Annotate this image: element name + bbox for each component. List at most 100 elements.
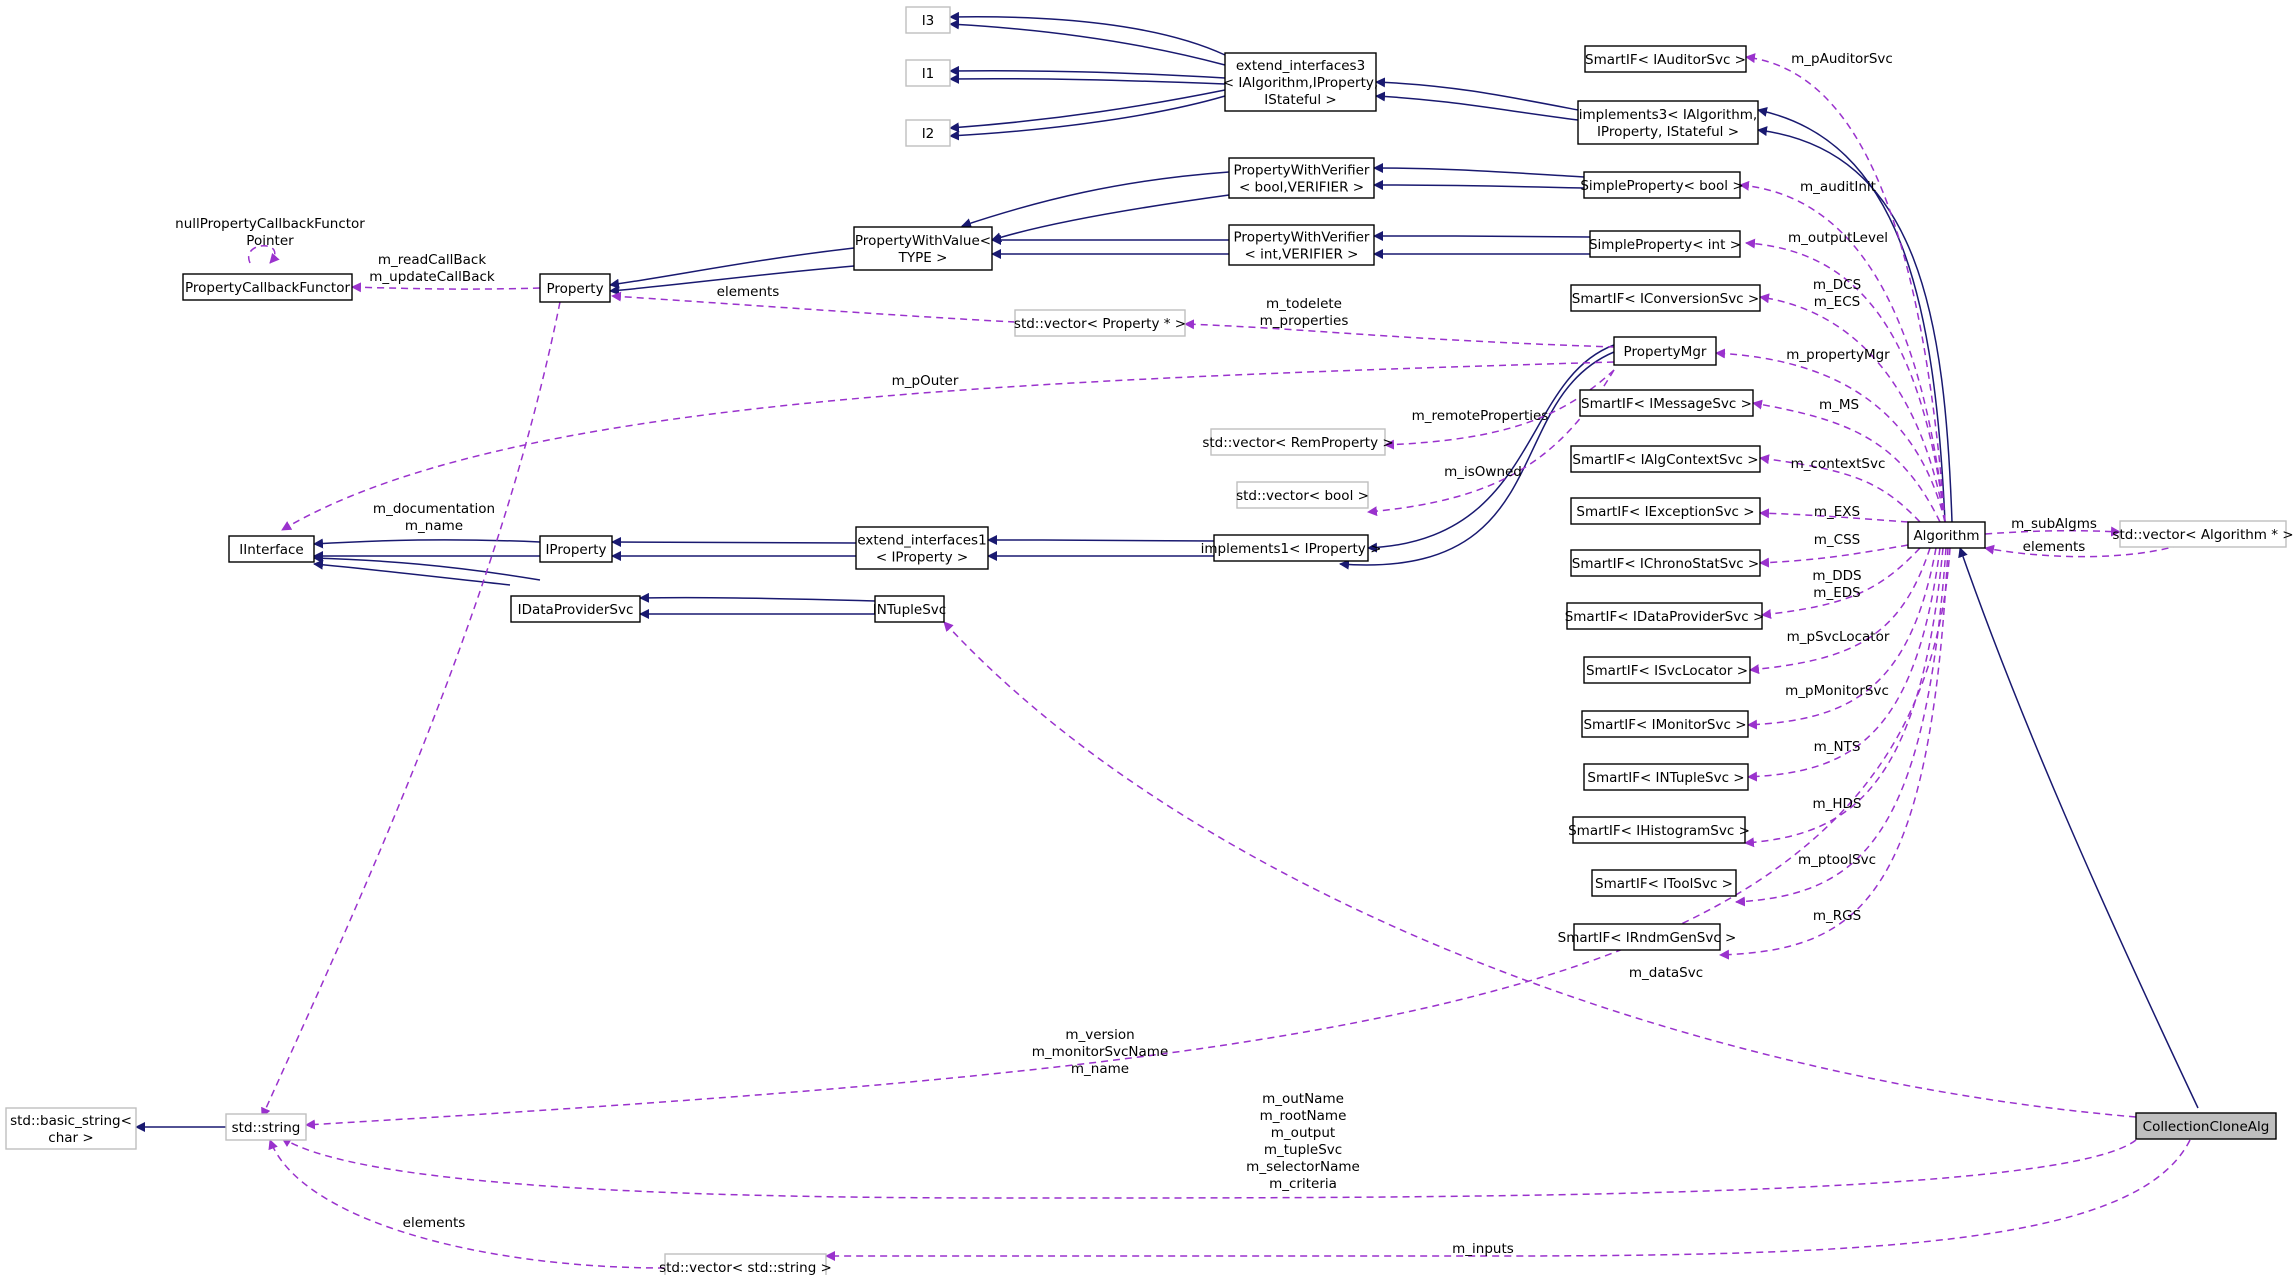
class-node-propertywithverifier-int[interactable]: PropertyWithVerifier< int,VERIFIER > bbox=[1228, 224, 1375, 266]
edge-implements3-to-extend-interfaces3 bbox=[1375, 77, 1579, 111]
node-label: SmartIF< IDataProviderSvc > bbox=[1565, 609, 1765, 625]
class-node-smartif-ialgcontextsvc[interactable]: SmartIF< IAlgContextSvc > bbox=[1570, 445, 1761, 473]
edge-remoteproperties bbox=[1384, 369, 1615, 450]
class-node-collectionclonealg[interactable]: CollectionCloneAlg bbox=[2135, 1112, 2277, 1140]
edge-label-text: m_selectorName bbox=[1246, 1159, 1360, 1175]
edge-hds bbox=[1744, 547, 1944, 848]
edge-label-m-outname: m_outNamem_rootNamem_outputm_tupleSvcm_s… bbox=[1246, 1091, 1360, 1192]
class-node-vector-algorithmptr[interactable]: std::vector< Algorithm * > bbox=[2112, 520, 2293, 548]
class-node-property[interactable]: Property bbox=[539, 273, 611, 303]
edge-label-text: m_monitorSvcName bbox=[1032, 1044, 1169, 1060]
edge-label-text: m_pSvcLocator bbox=[1787, 629, 1890, 645]
class-node-smartif-idataprovidersvc[interactable]: SmartIF< IDataProviderSvc > bbox=[1565, 602, 1765, 630]
class-node-smartif-irndmgensvc[interactable]: SmartIF< IRndmGenSvc > bbox=[1558, 923, 1737, 951]
edge-css bbox=[1759, 544, 1909, 568]
edge-label-m-ms: m_MS bbox=[1819, 397, 1859, 413]
edge-label-text: m_EDS bbox=[1813, 585, 1860, 601]
class-node-vector-bool[interactable]: std::vector< bool > bbox=[1236, 481, 1369, 509]
edge-label-text: m_properties bbox=[1260, 313, 1349, 329]
node-box bbox=[905, 59, 951, 87]
class-node-smartif-iexceptionsvc[interactable]: SmartIF< IExceptionSvc > bbox=[1570, 497, 1761, 525]
class-node-implements3[interactable]: implements3< IAlgorithm,IProperty, IStat… bbox=[1577, 100, 1759, 145]
edge-label-text: m_RGS bbox=[1813, 908, 1861, 924]
edge-label-text: m_inputs bbox=[1452, 1241, 1514, 1257]
class-node-implements1[interactable]: implements1< IProperty > bbox=[1201, 534, 1382, 562]
class-node-smartif-imonitorsvc[interactable]: SmartIF< IMonitorSvc > bbox=[1581, 710, 1749, 738]
node-label: IInterface bbox=[239, 542, 303, 558]
edge-label-text: m_pMonitorSvc bbox=[1785, 683, 1889, 699]
class-node-idataprovidersvc[interactable]: IDataProviderSvc bbox=[510, 595, 641, 623]
edge-label-text: m_documentation bbox=[373, 501, 495, 517]
node-box bbox=[1014, 309, 1186, 337]
edge-label-text: m_auditInit bbox=[1800, 179, 1876, 195]
node-label: Property bbox=[546, 281, 603, 297]
edge-label-text: m_updateCallBack bbox=[369, 269, 495, 285]
node-box bbox=[1572, 816, 1746, 844]
edge-label-text: m_propertyMgr bbox=[1786, 347, 1890, 363]
class-node-propertywithverifier-bool[interactable]: PropertyWithVerifier< bool,VERIFIER > bbox=[1228, 157, 1375, 199]
edge-propertywithvalue-to-property-b bbox=[609, 265, 855, 296]
class-node-vector-propertyptr[interactable]: std::vector< Property * > bbox=[1014, 309, 1186, 337]
edge-iproperty-to-iinterface bbox=[313, 538, 541, 549]
edge-label-text: nullPropertyCallbackFunctor bbox=[175, 216, 365, 232]
class-node-algorithm[interactable]: Algorithm bbox=[1907, 521, 1986, 549]
class-node-smartif-iauditorsvc[interactable]: SmartIF< IAuditorSvc > bbox=[1584, 45, 1747, 73]
edge-label-m-pouter: m_pOuter bbox=[892, 373, 959, 389]
edge-label-text: m_DCS bbox=[1813, 277, 1861, 293]
class-node-simpleproperty-int[interactable]: SimpleProperty< int > bbox=[1589, 230, 1741, 258]
class-node-vector-remproperty[interactable]: std::vector< RemProperty > bbox=[1202, 428, 1394, 456]
edge-label-m-remoteproperties: m_remoteProperties bbox=[1412, 408, 1549, 424]
edge-algorithm-to-implements3-b bbox=[1757, 126, 1953, 523]
class-node-extend-interfaces3[interactable]: extend_interfaces3< IAlgorithm,IProperty… bbox=[1223, 52, 1378, 112]
class-node-iproperty[interactable]: IProperty bbox=[539, 535, 613, 563]
node-box bbox=[664, 1253, 827, 1275]
node-box bbox=[1228, 157, 1375, 199]
class-node-i3[interactable]: I3 bbox=[905, 6, 951, 34]
node-label: SmartIF< IChronoStatSvc > bbox=[1572, 556, 1760, 572]
edge-label-text: m_NTS bbox=[1814, 739, 1861, 755]
class-node-iinterface[interactable]: IInterface bbox=[228, 535, 315, 563]
class-node-smartif-isvclocator[interactable]: SmartIF< ISvcLocator > bbox=[1583, 656, 1751, 684]
class-node-vector-string[interactable]: std::vector< std::string > bbox=[659, 1253, 832, 1275]
class-node-smartif-iconversionsvc[interactable]: SmartIF< IConversionSvc > bbox=[1570, 284, 1761, 312]
edge-label-text: m_EXS bbox=[1814, 504, 1860, 520]
class-node-smartif-intuplesvc[interactable]: SmartIF< INTupleSvc > bbox=[1583, 763, 1749, 791]
class-node-simpleproperty-bool[interactable]: SimpleProperty< bool > bbox=[1580, 171, 1744, 199]
class-node-smartif-ichronostatsvc[interactable]: SmartIF< IChronoStatSvc > bbox=[1570, 549, 1761, 577]
class-node-smartif-ihistogramsvc[interactable]: SmartIF< IHistogramSvc > bbox=[1568, 816, 1750, 844]
edge-label-text: m_output bbox=[1271, 1125, 1335, 1141]
class-node-basic-string[interactable]: std::basic_string<char > bbox=[5, 1107, 137, 1150]
edge-idataprovider-to-iinterface-b bbox=[313, 559, 511, 586]
edge-label-text: m_CSS bbox=[1814, 532, 1860, 548]
node-label: < IAlgorithm,IProperty, bbox=[1223, 75, 1378, 91]
class-node-extend-interfaces1[interactable]: extend_interfaces1< IProperty > bbox=[855, 526, 989, 570]
class-node-i2[interactable]: I2 bbox=[905, 119, 951, 147]
node-label: extend_interfaces3 bbox=[1236, 58, 1365, 74]
edge-label-text: m_ptoolSvc bbox=[1798, 852, 1876, 868]
edge-label-m-hds: m_HDS bbox=[1812, 796, 1861, 812]
class-node-smartif-imessagesvc[interactable]: SmartIF< IMessageSvc > bbox=[1579, 389, 1754, 417]
edge-label-m-inputs: m_inputs bbox=[1452, 1241, 1514, 1257]
edge-label-m-rgs: m_RGS bbox=[1813, 908, 1861, 924]
edge-outputlevel bbox=[1745, 238, 1946, 523]
class-node-propertycallbackfunctor[interactable]: PropertyCallbackFunctor bbox=[182, 273, 353, 301]
class-node-intuplesvc[interactable]: INTupleSvc bbox=[873, 595, 946, 623]
class-node-std-string[interactable]: std::string bbox=[225, 1113, 307, 1141]
class-node-i1[interactable]: I1 bbox=[905, 59, 951, 87]
class-node-propertywithvalue[interactable]: PropertyWithValue<TYPE > bbox=[853, 226, 993, 271]
class-node-propertymgr[interactable]: PropertyMgr bbox=[1613, 336, 1717, 366]
edge-extend-interfaces3-to-i1-b bbox=[949, 73, 1226, 85]
node-box bbox=[1236, 481, 1369, 509]
edge-label-text: m_contextSvc bbox=[1791, 456, 1886, 472]
node-box bbox=[1228, 224, 1375, 266]
node-label: std::vector< Property * > bbox=[1014, 316, 1186, 332]
node-box bbox=[1591, 869, 1737, 897]
edge-label-text: m_dataSvc bbox=[1629, 965, 1703, 981]
edge-datasvc bbox=[943, 621, 2137, 1118]
node-box bbox=[225, 1113, 307, 1141]
class-node-smartif-itoolsvc[interactable]: SmartIF< IToolSvc > bbox=[1591, 869, 1737, 897]
